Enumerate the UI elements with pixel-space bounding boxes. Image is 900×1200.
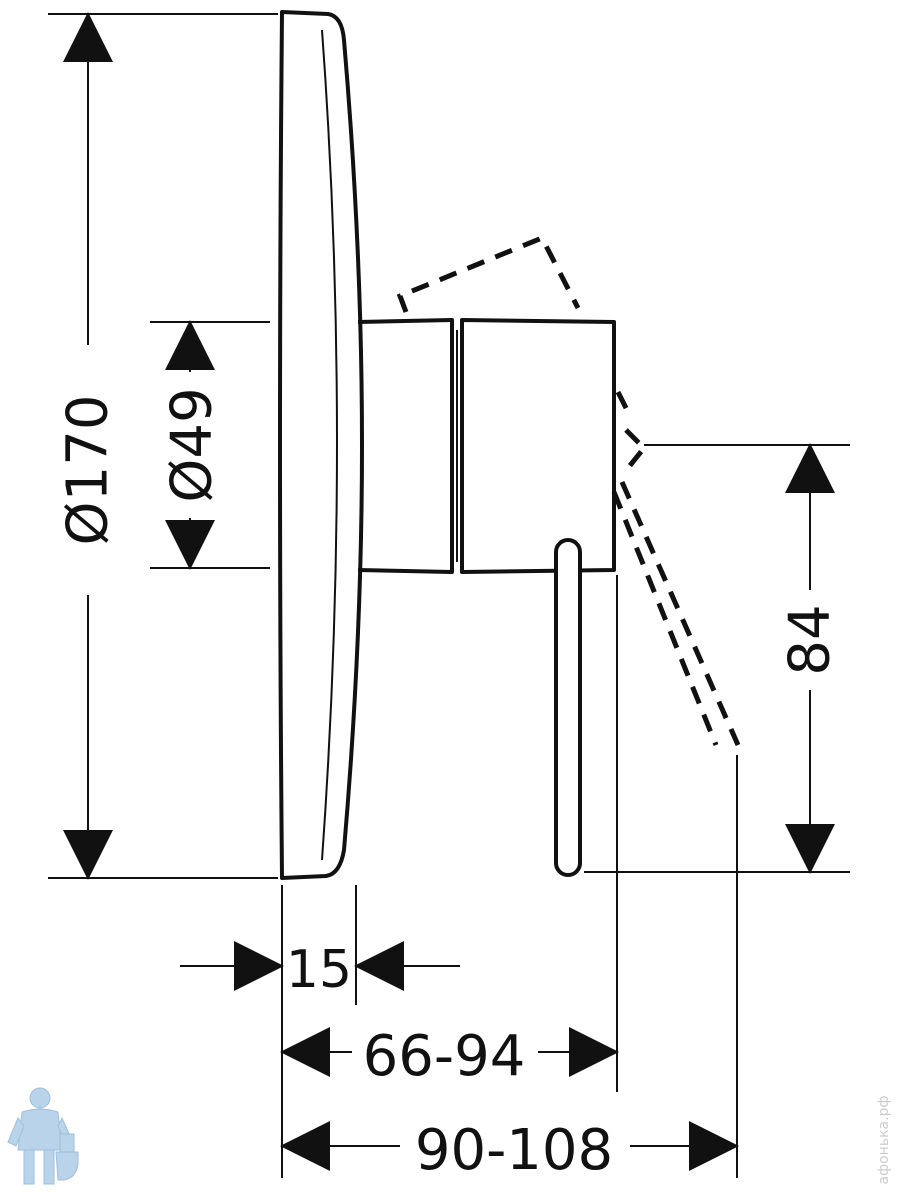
plumber-mascot-logo (7, 1087, 79, 1185)
dashed-lever-swung-1 (611, 491, 719, 746)
dimension-lines (63, 12, 835, 1171)
plate-diameter-label: Ø170 (56, 395, 121, 546)
cover-plate (278, 10, 364, 880)
overall-depth-label: 90-108 (415, 1118, 613, 1183)
valve-body (357, 318, 616, 574)
lever-height-label: 84 (778, 604, 843, 675)
watermark-text: афонька.рф (876, 1096, 892, 1185)
dashed-lever-swung-2 (619, 480, 741, 747)
dashed-handle-raised (396, 234, 581, 313)
extension-lines (48, 13, 850, 1178)
alternate-positions (396, 234, 741, 747)
body-depth-label: 66-94 (363, 1024, 526, 1089)
plate-thickness-label: 15 (286, 940, 352, 1000)
lever (554, 538, 582, 877)
dashed-lever-tip (615, 390, 648, 470)
body-diameter-label: Ø49 (160, 387, 225, 502)
